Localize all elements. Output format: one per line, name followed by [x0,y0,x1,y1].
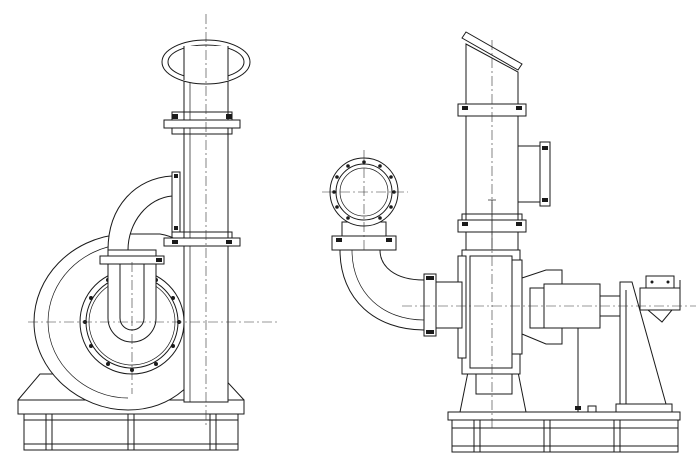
front-column-flanges [163,111,241,247]
front-centerlines [28,14,278,428]
side-motor-pedestal [615,281,673,413]
side-suction-elbow [339,249,425,331]
side-branch-outlet [517,141,551,207]
side-bearing-housing [521,269,625,345]
side-base-skid [447,411,681,453]
side-centerlines [322,40,696,430]
front-base-skid [17,373,245,451]
side-tie-rod [575,328,597,413]
front-view [17,14,278,451]
side-casing-support [459,371,527,413]
side-view [322,31,696,453]
front-elbow [107,171,181,251]
side-pump-casing [457,249,523,375]
side-angled-top [461,31,523,105]
side-suction-inlet [423,273,463,337]
side-terminal-box [639,275,681,323]
